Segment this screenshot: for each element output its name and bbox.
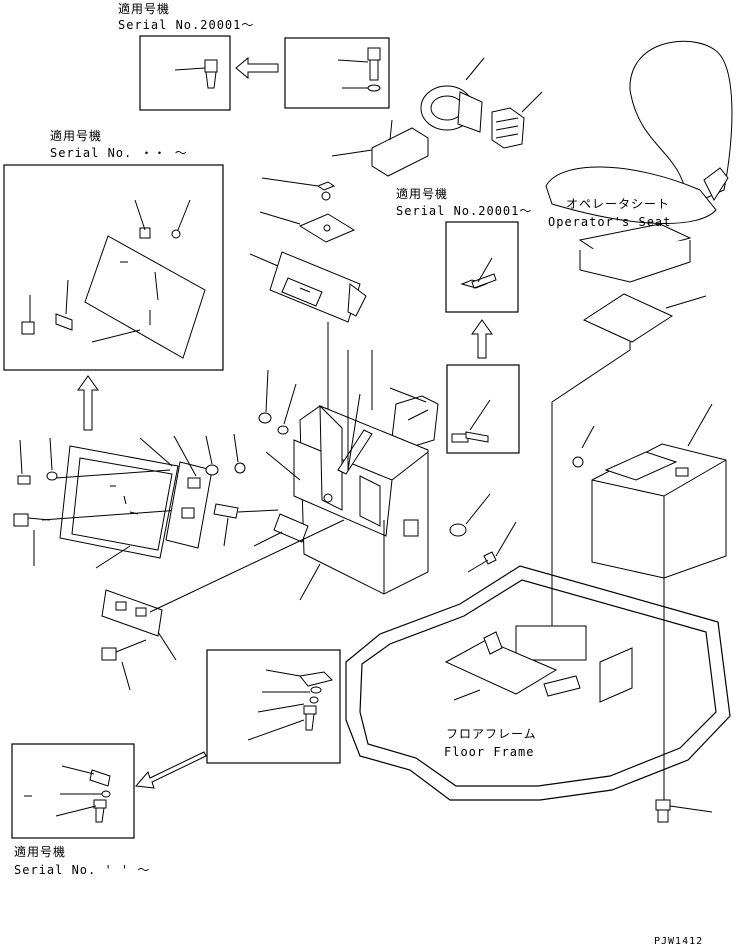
floor-label-en: Floor Frame: [444, 745, 534, 759]
switch-strip: [139, 433, 279, 549]
serial-left-jp: 適用号機: [50, 128, 102, 143]
serial-mid-jp: 適用号機: [396, 186, 448, 201]
arrow-up-mid: [471, 319, 493, 359]
arrow-up-left: [77, 375, 99, 431]
serial-bottom-jp: 適用号機: [14, 844, 66, 859]
bolt-lower-left: [101, 639, 147, 691]
wing-nut: [261, 177, 336, 201]
inset-box-lower-center: [206, 649, 341, 764]
console-body: [253, 350, 429, 601]
grommet-right: [449, 493, 491, 537]
serial-top: Serial No.20001～: [118, 18, 254, 32]
mount-bracket: [331, 119, 429, 177]
switch-block-lower: [101, 519, 345, 661]
knob-switch: [420, 57, 485, 133]
arrow-down-left: [135, 751, 207, 789]
switch-panel-upper: [249, 251, 367, 420]
small-washers: [258, 369, 297, 435]
inset-box-mid-lower: [446, 364, 520, 454]
serial-left: Serial No. ・・ ～: [50, 146, 188, 160]
floor-frame: [345, 565, 731, 801]
serial-bottom: Serial No. ' ' ～: [14, 863, 150, 877]
operator-seat: [545, 40, 733, 640]
rubber-cover: [491, 91, 543, 149]
seat-label-jp: オペレータシート: [566, 197, 670, 211]
bolt-right: [467, 521, 517, 573]
inset-box-bottom-left: [11, 743, 135, 839]
arrow-left-top: [235, 56, 279, 80]
inset-box-left: [3, 164, 224, 371]
bolts-left: [13, 437, 131, 569]
seat-label-en: Operator's Seat: [548, 215, 671, 229]
inset-box-mid-upper: [445, 221, 519, 313]
drawing-code: PJW1412: [654, 936, 703, 947]
meter-panel: [41, 445, 181, 559]
cover-plate: [259, 211, 356, 243]
controller-box: [572, 403, 727, 800]
inset-box-top-left: [139, 35, 231, 111]
serial-top-jp: 適用号機: [118, 1, 170, 16]
serial-mid: Serial No.20001～: [396, 204, 532, 218]
floor-label-jp: フロアフレーム: [446, 727, 537, 741]
inset-box-top-right: [284, 37, 390, 109]
bolt-bottom-right: [655, 799, 713, 823]
